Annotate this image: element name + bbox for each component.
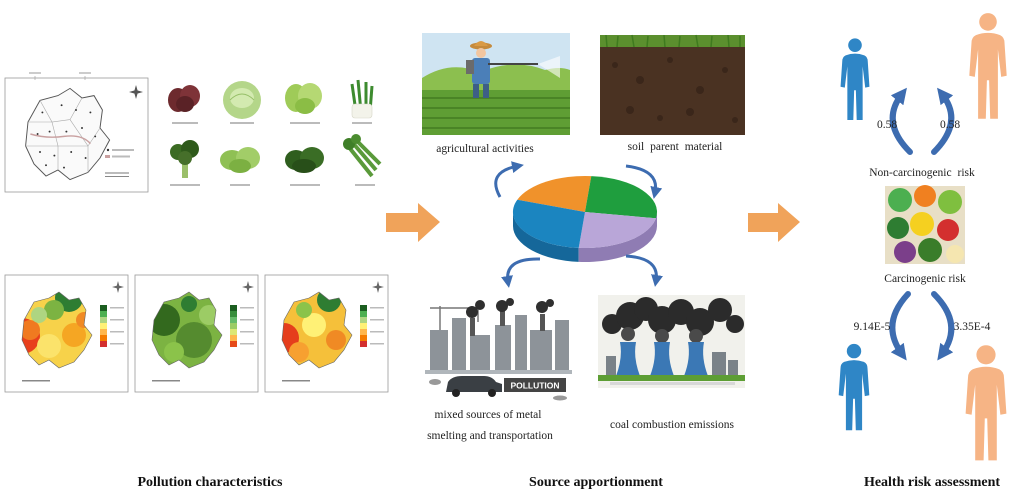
broccoli-icon [170, 140, 200, 186]
agricultural-activities-label: agricultural activities [436, 143, 534, 155]
north-arrow-icon [112, 281, 124, 293]
health-risk-assessment-title: Health risk assessment [864, 475, 1000, 490]
farmer-icon [466, 41, 560, 98]
heatmap-3 [264, 274, 389, 393]
pie-slice-blue [512, 199, 585, 248]
adult-figure-icon [965, 345, 1007, 461]
carcinogenic-arrows [889, 291, 955, 361]
heatmap-1 [4, 274, 129, 393]
north-arrow-icon [242, 281, 254, 293]
non-carcinogenic-label: Non-carcinogenic risk [869, 167, 975, 179]
curved-arrow-icon [931, 291, 955, 361]
metal-smelting-label-line2: smelting and transportation [427, 430, 553, 442]
pie-slice-green [585, 176, 658, 219]
coal-combustion-illustration [598, 295, 745, 388]
pie-slice-orange [517, 175, 592, 212]
adult-figure-icon [969, 13, 1007, 119]
curved-arrow-icon [889, 87, 913, 155]
pie-side-purple [578, 212, 658, 263]
pollution-sign-text: POLLUTION [510, 381, 559, 391]
celery-icon [343, 134, 382, 186]
source-contribution-pie [512, 175, 658, 263]
pollution-characteristics-title: Pollution characteristics [137, 475, 283, 490]
vegetable-samples [168, 79, 382, 186]
non-carcinogenic-right-value: 0.58 [940, 119, 960, 131]
flow-arrow-icon [386, 203, 440, 242]
non-carcinogenic-left-value: 0.58 [877, 119, 897, 131]
non-carcinogenic-arrows [889, 87, 955, 155]
cycle-arrow-icon [625, 254, 663, 287]
heatmap-2 [134, 274, 259, 393]
study-area-map [4, 72, 149, 193]
child-figure-icon [838, 343, 870, 431]
soil-parent-material-label: soil parent material [628, 141, 723, 153]
carcinogenic-left-value: 9.14E-5 [854, 321, 891, 333]
cabbage-icon [223, 81, 261, 124]
carcinogenic-label: Carcinogenic risk [884, 273, 966, 285]
coal-combustion-label: coal combustion emissions [610, 419, 734, 431]
water-spinach-icon [285, 147, 324, 186]
cycle-arrows [494, 161, 663, 288]
curved-arrow-icon [889, 291, 911, 361]
pie-side-blue [512, 212, 579, 262]
pie-slice-purple [578, 212, 656, 249]
curved-arrow-icon [931, 87, 955, 155]
pollution-sign [504, 378, 566, 392]
map-legend [105, 148, 134, 177]
cycle-arrow-icon [625, 164, 663, 199]
north-arrow-icon [372, 281, 384, 293]
source-apportionment-title: Source apportionment [529, 475, 663, 490]
north-arrow-icon [129, 85, 143, 99]
red-lettuce-icon [168, 85, 200, 124]
flow-arrow-icon [748, 203, 800, 242]
soil-parent-material-illustration [600, 34, 745, 135]
metal-smelting-label-line1: mixed sources of metal [435, 409, 542, 421]
car-icon [446, 376, 502, 397]
vegetables-photo [885, 185, 965, 264]
metal-smelting-transportation-illustration: POLLUTION [425, 298, 572, 402]
child-figure-icon [840, 38, 870, 120]
leaf-lettuce-icon [220, 147, 260, 186]
agricultural-activities-illustration [422, 33, 570, 135]
lettuce-icon [285, 83, 322, 124]
scallion-icon [350, 79, 374, 124]
carcinogenic-right-value: 3.35E-4 [954, 321, 991, 333]
cycle-arrow-icon [501, 257, 541, 288]
cycle-arrow-icon [494, 161, 524, 198]
